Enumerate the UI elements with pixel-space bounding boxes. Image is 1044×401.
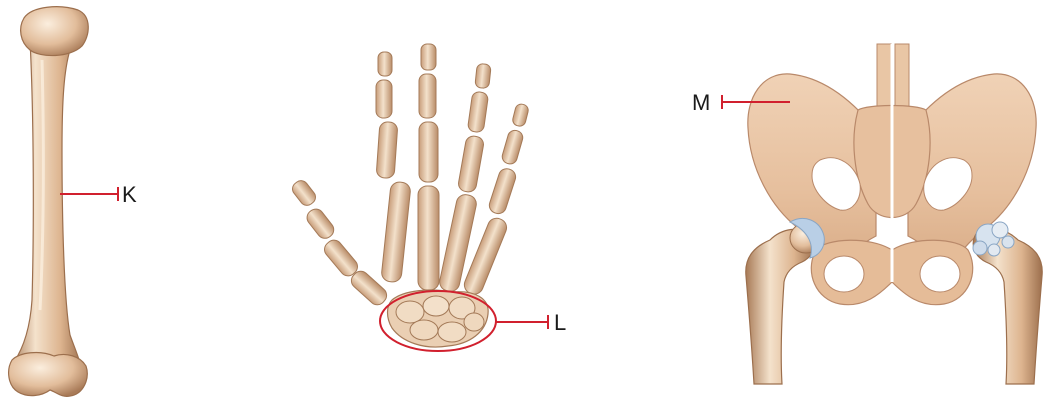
label-l-pointer	[496, 315, 548, 329]
humerus-bone	[9, 7, 89, 397]
pelvis-skeleton	[746, 44, 1042, 384]
label-m: M	[692, 90, 710, 115]
carpal-bones	[388, 290, 489, 347]
label-l: L	[554, 310, 566, 335]
middle-finger-bones	[418, 44, 439, 290]
label-k: K	[122, 182, 137, 207]
index-finger-bones	[376, 52, 411, 283]
thumb-bones	[290, 178, 390, 308]
hand-skeleton	[290, 44, 530, 351]
label-k-pointer	[60, 187, 118, 201]
